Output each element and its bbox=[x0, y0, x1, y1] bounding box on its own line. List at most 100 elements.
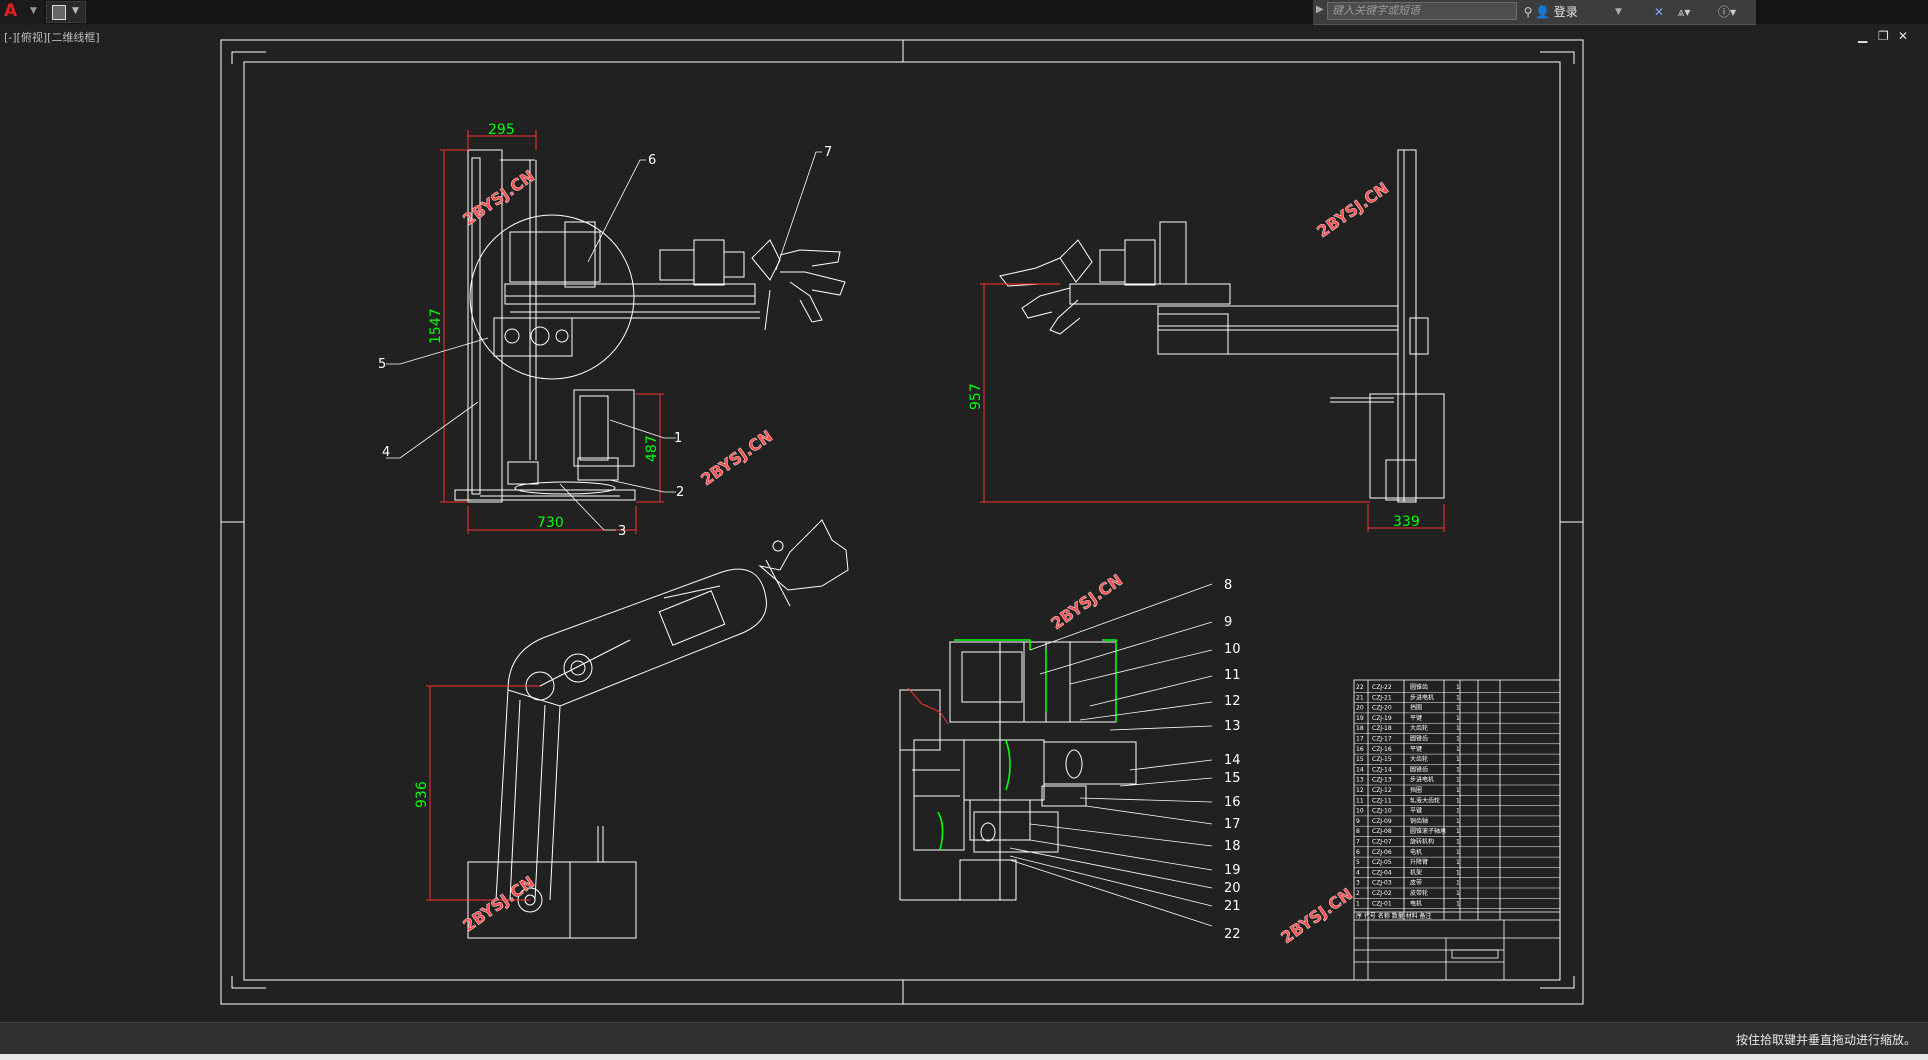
chevron-down-icon: ▼ bbox=[72, 6, 79, 16]
bom-cell: 电机 bbox=[1410, 848, 1422, 856]
minimize-icon[interactable]: ▁ bbox=[1858, 29, 1868, 43]
bom-cell: 1 bbox=[1456, 890, 1460, 897]
chevron-down-icon: ▼ bbox=[1615, 7, 1622, 17]
balloon-18: 18 bbox=[1224, 839, 1241, 854]
login-label: 登录 bbox=[1553, 5, 1578, 19]
bom-cell: 1 bbox=[1456, 766, 1460, 773]
bom-header-text: 序 代号 名称 数量 材料 备注 bbox=[1356, 912, 1432, 920]
bom-cell: 1 bbox=[1456, 684, 1460, 691]
bom-cell: 皮带 bbox=[1410, 879, 1422, 887]
arm-view bbox=[467, 519, 849, 939]
bom-cell: 16 bbox=[1356, 746, 1364, 753]
bom-cell: 平键 bbox=[1410, 807, 1422, 815]
search-input[interactable] bbox=[1327, 2, 1517, 20]
bom-cell: CZJ-19 bbox=[1372, 715, 1392, 722]
bom-cell: CZJ-04 bbox=[1372, 869, 1392, 876]
sheet-frame bbox=[220, 39, 1584, 1005]
bom-cell: 1 bbox=[1456, 828, 1460, 835]
bom-cell: 1 bbox=[1456, 705, 1460, 712]
dim-295: 295 bbox=[488, 122, 515, 138]
balloon-14: 14 bbox=[1224, 753, 1241, 768]
bom-cell: 1 bbox=[1456, 715, 1460, 722]
bom-cell: 1 bbox=[1456, 849, 1460, 856]
bom-cell: 机架 bbox=[1410, 868, 1422, 876]
expand-arrow-icon[interactable]: ▶ bbox=[1316, 4, 1324, 15]
dim-487: 487 bbox=[644, 435, 660, 462]
side-view-dimensions bbox=[980, 283, 1445, 532]
status-bar: 按住拾取键并垂直拖动进行缩放。 bbox=[0, 1022, 1928, 1055]
bom-cell: CZJ-20 bbox=[1372, 705, 1392, 712]
gearbox-highlights bbox=[937, 639, 1117, 851]
side-view bbox=[999, 149, 1445, 503]
bom-cell: 1 bbox=[1456, 756, 1460, 763]
balloon-22: 22 bbox=[1224, 927, 1241, 942]
balloon-4: 4 bbox=[382, 445, 390, 460]
bom-cell: 15 bbox=[1356, 756, 1364, 763]
workspace-switch-button[interactable]: ▼ bbox=[46, 1, 86, 23]
viewport-controls[interactable]: [-][俯视][二维线框] bbox=[4, 31, 100, 44]
bom-cell: 6 bbox=[1356, 849, 1360, 856]
bom-cell: 4 bbox=[1356, 869, 1360, 876]
autodesk-a360-icon[interactable]: ⩓▾ bbox=[1677, 5, 1691, 19]
bom-cell: 1 bbox=[1356, 900, 1360, 907]
dim-1547: 1547 bbox=[428, 308, 444, 344]
application-menu-button[interactable]: A ▼ bbox=[0, 0, 44, 24]
bom-cell: 9 bbox=[1356, 818, 1360, 825]
bom-cell: 1 bbox=[1456, 859, 1460, 866]
bom-cell: 1 bbox=[1456, 725, 1460, 732]
bom-cell: 1 bbox=[1456, 900, 1460, 907]
balloon-8: 8 bbox=[1224, 578, 1232, 593]
bom-cell: 13 bbox=[1356, 777, 1364, 784]
bom-cell: 1 bbox=[1456, 808, 1460, 815]
login-button[interactable]: 👤 登录 ▼ bbox=[1535, 3, 1622, 21]
bom-cell: CZJ-07 bbox=[1372, 839, 1392, 846]
bottom-strip bbox=[0, 1054, 1928, 1060]
bom-cell: 电机 bbox=[1410, 899, 1422, 907]
balloon-19: 19 bbox=[1224, 863, 1241, 878]
bom-cell: 圆锥滚子轴承 bbox=[1410, 827, 1446, 835]
dim-957: 957 bbox=[968, 383, 984, 410]
bom-cell: 1 bbox=[1456, 818, 1460, 825]
dim-339: 339 bbox=[1393, 514, 1420, 530]
part-balloons: 1 2 3 4 5 6 7 8 9 10 11 12 13 14 15 16 1… bbox=[378, 145, 1241, 942]
bom-cell: 1 bbox=[1456, 787, 1460, 794]
bom-cell: 21 bbox=[1356, 694, 1364, 701]
bom-cell: 22 bbox=[1356, 684, 1364, 691]
bom-cell: 11 bbox=[1356, 797, 1364, 804]
balloon-17: 17 bbox=[1224, 817, 1241, 832]
binoculars-icon[interactable]: ⚲ bbox=[1523, 5, 1533, 19]
bom-cell: CZJ-12 bbox=[1372, 787, 1392, 794]
bom-cell: CZJ-09 bbox=[1372, 818, 1392, 825]
bom-cell: 皮带轮 bbox=[1410, 889, 1428, 897]
help-icon[interactable]: ⓘ▾ bbox=[1717, 5, 1737, 19]
balloon-10: 10 bbox=[1224, 642, 1241, 657]
bom-table-header: 序 代号 名称 数量 材料 备注 bbox=[1356, 912, 1432, 920]
autocad-logo-icon: A bbox=[4, 1, 18, 21]
watermark-4: 2BYSJ.CN bbox=[1047, 570, 1126, 633]
bom-cell: 1 bbox=[1456, 777, 1460, 784]
restore-icon[interactable]: ❐ bbox=[1878, 29, 1889, 43]
bom-cell: 1 bbox=[1456, 880, 1460, 887]
bom-cell: 1 bbox=[1456, 746, 1460, 753]
balloon-6: 6 bbox=[648, 153, 656, 168]
workspace-icon bbox=[52, 5, 66, 20]
bom-cell: 步进电机 bbox=[1410, 693, 1434, 701]
balloon-12: 12 bbox=[1224, 694, 1241, 709]
close-icon[interactable]: ✕ bbox=[1898, 29, 1909, 43]
bom-cell: 18 bbox=[1356, 725, 1364, 732]
exchange-icon[interactable]: ✕ bbox=[1653, 5, 1665, 19]
bom-cell: CZJ-21 bbox=[1372, 694, 1392, 701]
bom-cell: 1 bbox=[1456, 736, 1460, 743]
watermark-3: 2BYSJ.CN bbox=[1313, 178, 1392, 241]
gearbox-red-accent bbox=[907, 687, 949, 725]
bom-cell: 17 bbox=[1356, 736, 1364, 743]
watermark-1: 2BYSJ.CN bbox=[459, 166, 538, 229]
bom-cell: 1 bbox=[1456, 797, 1460, 804]
bom-cell: 2 bbox=[1356, 890, 1360, 897]
watermark-6: 2BYSJ.CN bbox=[1277, 884, 1356, 947]
bom-cell: 挡圈 bbox=[1410, 786, 1422, 794]
bom-cell: 14 bbox=[1356, 766, 1364, 773]
bom-cell: 平键 bbox=[1410, 745, 1422, 753]
bom-cell: 平键 bbox=[1410, 714, 1422, 722]
